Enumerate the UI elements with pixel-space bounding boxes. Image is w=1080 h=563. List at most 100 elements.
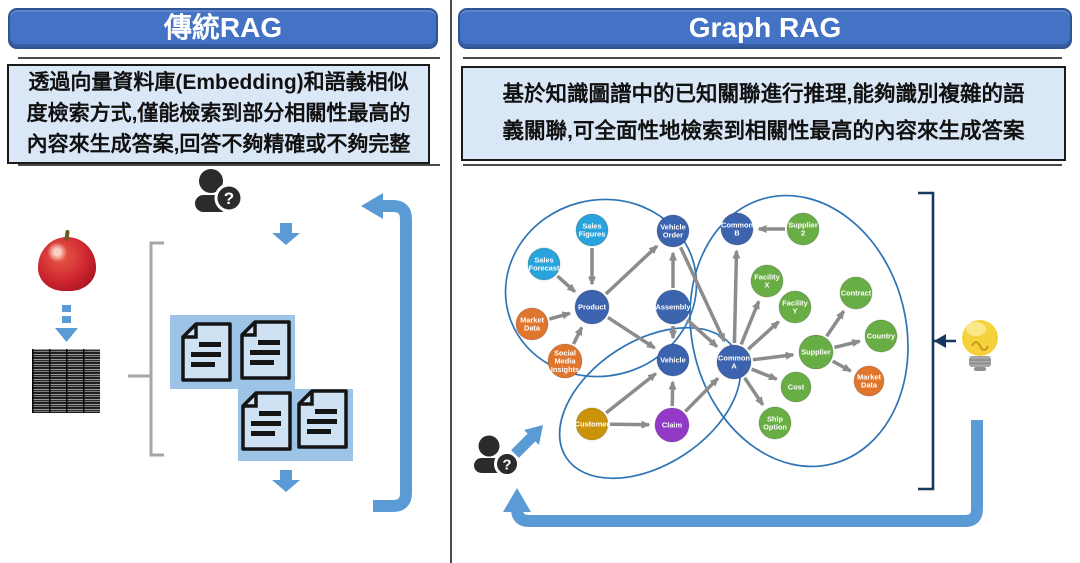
document-icon: [241, 391, 292, 451]
cluster-ellipse: [558, 326, 742, 480]
description-line: 義關聯,可全面性地檢索到相關性最高的內容來生成答案: [502, 119, 1025, 143]
graph-rag-header: Graph RAG: [458, 8, 1072, 49]
document-icon: [181, 322, 232, 382]
document-icon: [240, 320, 291, 380]
svg-text:Claim: Claim: [662, 421, 683, 430]
graph-edge: [605, 372, 657, 415]
horizontal-rule: [463, 164, 1062, 166]
question-arrow-icon: [511, 425, 543, 458]
lightbulb-icon: [962, 320, 998, 371]
svg-text:Country: Country: [867, 332, 896, 341]
grouping-bracket-icon: [128, 241, 164, 457]
down-arrow-icon: [272, 223, 300, 245]
cluster-ellipse: [504, 198, 698, 378]
graph-node-supplier: Supplier: [798, 334, 834, 370]
svg-text:Vehicle: Vehicle: [660, 356, 685, 365]
apple-photo: [38, 237, 96, 291]
panel-divider: [450, 0, 452, 563]
graph-rag-description: 基於知識圖譜中的已知關聯進行推理,能夠識別複雜的語 義關聯,可全面性地檢索到相關…: [461, 66, 1066, 161]
graph-node-country: Country: [864, 319, 898, 353]
graph-node-assembly: Assembly: [655, 289, 692, 325]
down-arrow-icon: [272, 470, 300, 492]
cluster-ellipse: [689, 194, 909, 468]
description-line: 基於知識圖譜中的已知關聯進行推理,能夠識別複雜的語: [502, 82, 1025, 106]
graph-edge: [732, 249, 741, 344]
answer-loop-arrow: [503, 420, 983, 527]
graph-edge: [548, 311, 572, 321]
graph-node-claim: Claim: [654, 407, 690, 443]
traditional-rag-description: 透過向量資料庫(Embedding)和語義相似 度檢索方式,僅能檢索到部分相關性…: [7, 64, 430, 164]
graph-edge: [556, 274, 577, 293]
svg-text:Assembly: Assembly: [656, 303, 692, 312]
horizontal-rule: [18, 57, 440, 59]
user-question-icon: ?: [474, 435, 520, 477]
svg-text:Cost: Cost: [788, 383, 805, 392]
graph-edge: [750, 367, 778, 381]
description-line: 度檢索方式,僅能檢索到部分相關性最高的: [26, 102, 411, 125]
graph-node-contract: Contract: [839, 276, 873, 310]
graph-node-cost: Cost: [780, 371, 812, 403]
svg-text:Supplier: Supplier: [801, 348, 831, 357]
svg-text:Contract: Contract: [841, 289, 872, 298]
graph-edge: [739, 299, 761, 346]
question-mark: ?: [224, 189, 234, 208]
user-question-icon: ?: [195, 169, 244, 213]
embedding-arrow-icon: [55, 305, 78, 342]
apple-image: [25, 219, 108, 303]
description-line: 透過向量資料庫(Embedding)和語義相似: [28, 71, 409, 94]
svg-text:Product: Product: [578, 303, 606, 312]
graph-node-vehicle: Vehicle: [656, 343, 690, 377]
graph-node-product: Product: [574, 289, 610, 325]
horizontal-rule: [18, 164, 440, 166]
graph-edge: [571, 326, 584, 345]
graph-edge: [825, 309, 846, 338]
question-mark: ?: [502, 457, 511, 474]
graph-node-customer: Customer: [575, 407, 610, 441]
graph-edge: [834, 339, 862, 350]
graph-edge: [679, 246, 726, 343]
graph-edge: [685, 318, 719, 348]
graph-edge: [606, 315, 656, 350]
horizontal-rule: [463, 57, 1062, 59]
graph-edge: [831, 359, 852, 373]
embedding-matrix: [22, 342, 110, 420]
graph-edge: [746, 320, 780, 351]
retrieval-loop-arrow: [361, 193, 412, 512]
graph-edge: [604, 244, 659, 296]
graph-edge: [752, 351, 795, 362]
svg-text:Customer: Customer: [575, 420, 610, 429]
description-line: 內容來生成答案,回答不夠精確或不夠完整: [26, 133, 411, 156]
answer-bracket-icon: [918, 191, 956, 491]
embedding-matrix-pattern: [32, 349, 100, 413]
document-chunks-group-2: [238, 389, 353, 461]
graph-edge: [743, 376, 765, 406]
graph-edge: [684, 377, 720, 413]
document-chunks-group-1: [170, 315, 295, 389]
document-icon: [297, 389, 348, 449]
